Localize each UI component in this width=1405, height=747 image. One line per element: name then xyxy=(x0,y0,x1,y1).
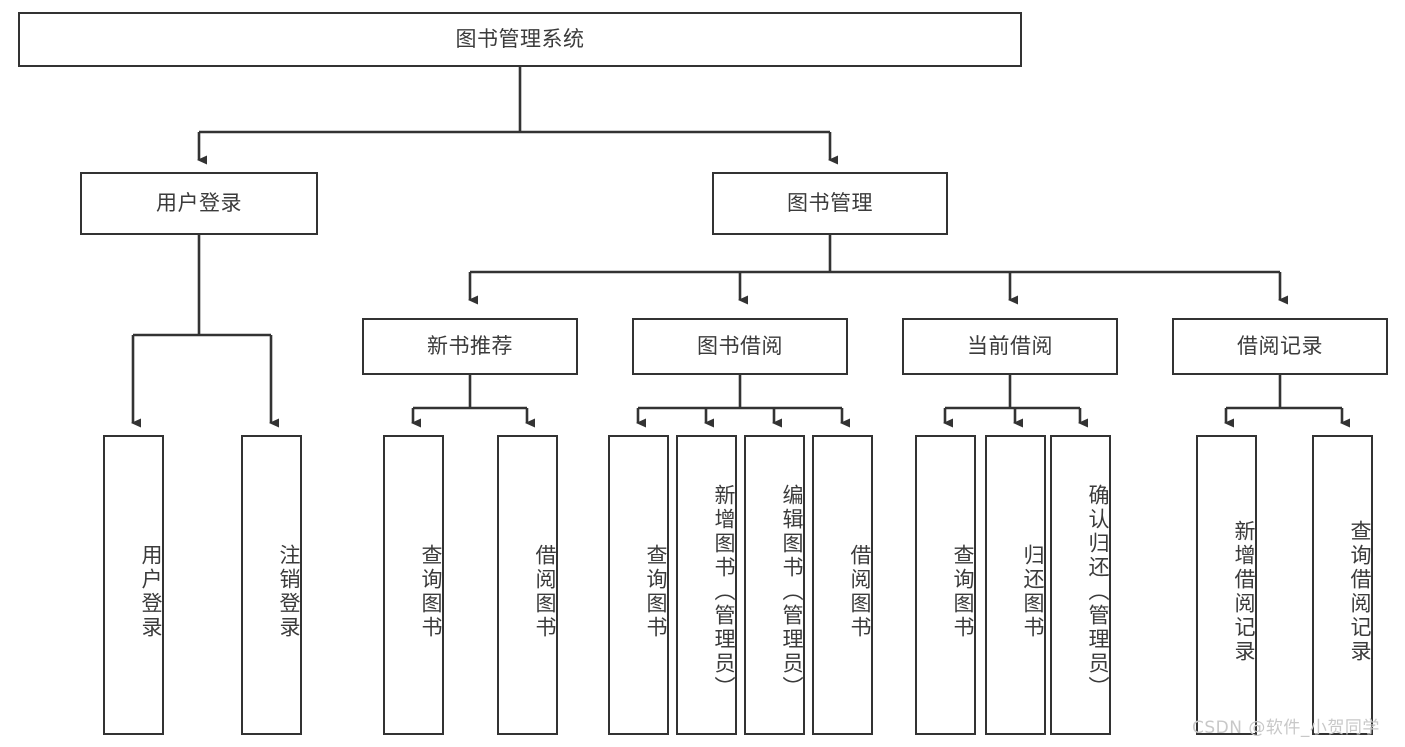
node-root-label: 图书管理系统 xyxy=(455,26,585,51)
leaf-query-record[interactable]: 查询借阅记录 xyxy=(1312,435,1373,735)
leaf-user-login-label: 用户登录 xyxy=(139,544,163,640)
leaf-logout-login[interactable]: 注销登录 xyxy=(241,435,302,735)
node-root[interactable]: 图书管理系统 xyxy=(18,12,1022,67)
leaf-query-book-1-label: 查询图书 xyxy=(419,544,443,640)
leaf-query-book-1[interactable]: 查询图书 xyxy=(383,435,444,735)
leaf-query-book-2[interactable]: 查询图书 xyxy=(608,435,669,735)
edges-current-borrow xyxy=(943,375,1088,428)
edges-user-login xyxy=(131,235,279,428)
node-user-login[interactable]: 用户登录 xyxy=(80,172,318,235)
node-borrow-record[interactable]: 借阅记录 xyxy=(1172,318,1388,375)
leaf-return-book[interactable]: 归还图书 xyxy=(985,435,1046,735)
node-book-manage[interactable]: 图书管理 xyxy=(712,172,948,235)
leaf-query-book-3[interactable]: 查询图书 xyxy=(915,435,976,735)
leaf-confirm-return[interactable]: 确认归还（管理员） xyxy=(1050,435,1111,735)
node-book-borrow[interactable]: 图书借阅 xyxy=(632,318,848,375)
edges-book-borrow xyxy=(636,375,850,428)
node-new-book-recommend[interactable]: 新书推荐 xyxy=(362,318,578,375)
edges-new-book-recommend xyxy=(411,375,535,428)
leaf-query-book-2-label: 查询图书 xyxy=(644,544,668,640)
leaf-borrow-book-2-label: 借阅图书 xyxy=(848,544,872,640)
node-user-login-label: 用户登录 xyxy=(156,190,242,215)
edges-book-manage xyxy=(468,235,1288,305)
leaf-borrow-book-1[interactable]: 借阅图书 xyxy=(497,435,558,735)
node-book-borrow-label: 图书借阅 xyxy=(697,333,783,358)
leaf-add-record[interactable]: 新增借阅记录 xyxy=(1196,435,1257,735)
leaf-confirm-return-label: 确认归还（管理员） xyxy=(1086,484,1110,700)
leaf-edit-book[interactable]: 编辑图书（管理员） xyxy=(744,435,805,735)
leaf-add-book-label: 新增图书（管理员） xyxy=(712,484,736,700)
leaf-return-book-label: 归还图书 xyxy=(1021,544,1045,640)
leaf-query-record-label: 查询借阅记录 xyxy=(1348,520,1372,664)
node-current-borrow-label: 当前借阅 xyxy=(967,333,1053,358)
node-new-book-recommend-label: 新书推荐 xyxy=(427,333,513,358)
leaf-user-login[interactable]: 用户登录 xyxy=(103,435,164,735)
edges-borrow-record xyxy=(1224,375,1350,428)
node-current-borrow[interactable]: 当前借阅 xyxy=(902,318,1118,375)
leaf-logout-login-label: 注销登录 xyxy=(277,544,301,640)
leaf-borrow-book-2[interactable]: 借阅图书 xyxy=(812,435,873,735)
node-book-manage-label: 图书管理 xyxy=(787,190,873,215)
node-borrow-record-label: 借阅记录 xyxy=(1237,333,1323,358)
leaf-add-record-label: 新增借阅记录 xyxy=(1232,520,1256,664)
leaf-edit-book-label: 编辑图书（管理员） xyxy=(780,484,804,700)
leaf-borrow-book-1-label: 借阅图书 xyxy=(533,544,557,640)
leaf-query-book-3-label: 查询图书 xyxy=(951,544,975,640)
edges-root xyxy=(197,67,838,165)
leaf-add-book[interactable]: 新增图书（管理员） xyxy=(676,435,737,735)
